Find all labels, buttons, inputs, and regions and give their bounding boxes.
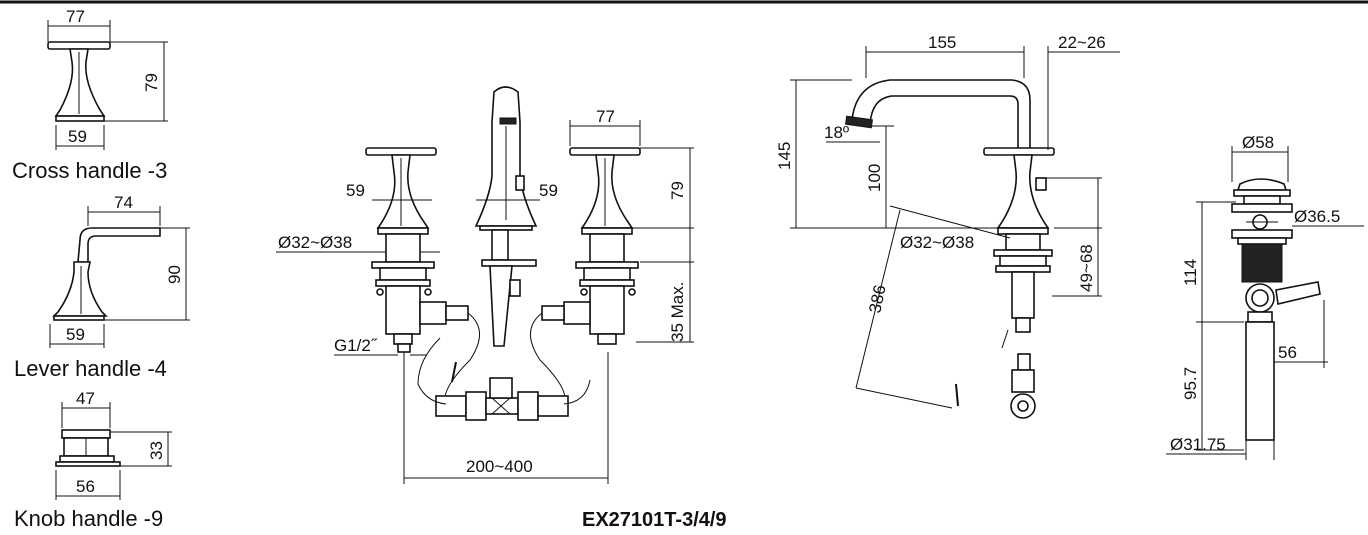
knob-handle-drawing [55, 402, 172, 500]
lever-handle-drawing [49, 206, 190, 348]
dim-drain-flange: Ø36.5 [1294, 207, 1340, 226]
dim-cross-base: 59 [68, 127, 87, 146]
drain-drawing [1166, 146, 1364, 460]
dim-knob-height: 33 [147, 441, 166, 460]
dim-drain-cap: Ø58 [1242, 133, 1274, 152]
dim-side-height: 145 [775, 142, 794, 170]
dim-side-reach: 155 [928, 33, 956, 52]
dim-side-angle: 18º [824, 123, 849, 142]
dim-front-base-spout: 59 [539, 181, 558, 200]
dim-lever-base: 59 [66, 325, 85, 344]
dim-front-base-left: 59 [346, 181, 365, 200]
dim-lever-height: 90 [165, 265, 184, 284]
dim-side-hole: Ø32~Ø38 [900, 233, 974, 252]
caption-lever-handle: Lever handle -4 [14, 356, 167, 381]
dim-front-hole: Ø32~Ø38 [278, 233, 352, 252]
dim-side-deck: 49~68 [1077, 244, 1096, 292]
caption-knob-handle: Knob handle -9 [14, 506, 163, 531]
caption-cross-handle: Cross handle -3 [12, 158, 167, 183]
dim-cross-top: 77 [66, 7, 85, 26]
dim-front-spread: 200~400 [466, 457, 533, 476]
dim-front-max: 35 Max. [668, 282, 687, 342]
dim-side-outlet: 100 [865, 164, 884, 192]
side-view-drawing [790, 46, 1120, 419]
front-view-drawing [276, 86, 694, 484]
dim-front-thread: G1/2˝ [334, 336, 378, 355]
dim-drain-upper: 114 [1181, 259, 1200, 286]
dim-side-offset: 22~26 [1058, 33, 1106, 52]
dim-front-handle-width: 77 [596, 107, 615, 126]
dim-drain-rod: 56 [1278, 343, 1297, 362]
dim-lever-top: 74 [114, 193, 133, 212]
dim-front-handle-height: 79 [668, 181, 687, 200]
dim-drain-lower: 95.7 [1181, 367, 1200, 400]
dim-knob-top: 47 [76, 389, 95, 408]
dim-knob-base: 56 [76, 477, 95, 496]
cross-handle-drawing [47, 20, 168, 150]
model-number: EX27101T-3/4/9 [582, 509, 727, 531]
dim-drain-tail: Ø31.75 [1170, 435, 1226, 454]
dim-cross-height: 79 [142, 73, 161, 92]
dim-side-hose: 386 [865, 283, 889, 315]
